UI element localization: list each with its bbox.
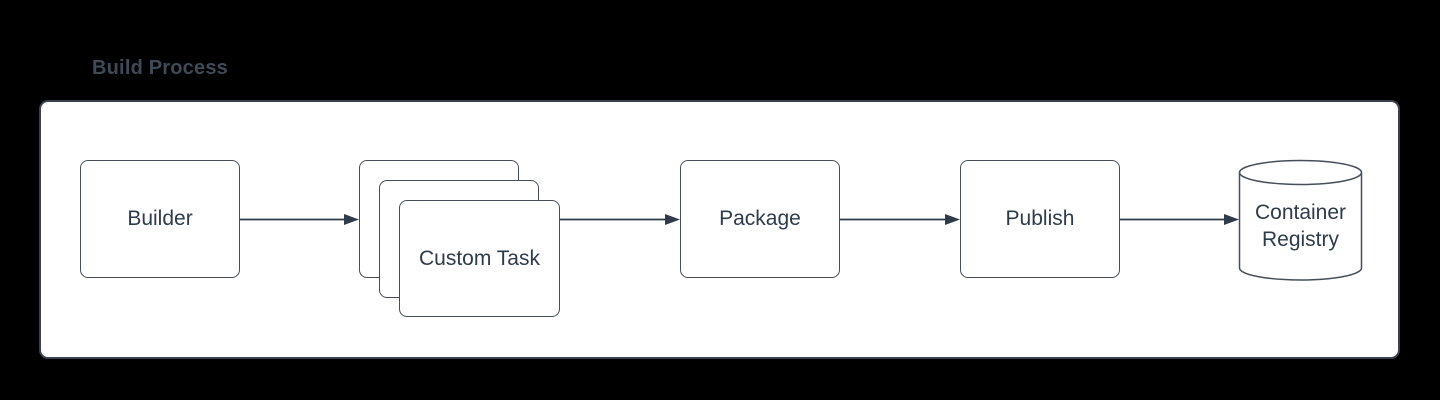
node-publish[interactable]: Publish (960, 160, 1120, 278)
node-custom-task-front[interactable]: Custom Task (399, 200, 560, 317)
node-package[interactable]: Package (680, 160, 840, 278)
node-publish-label: Publish (1005, 207, 1075, 230)
container-title: Build Process (92, 57, 228, 79)
node-builder-label: Builder (127, 207, 193, 230)
node-builder[interactable]: Builder (80, 160, 240, 278)
node-package-label: Package (719, 207, 801, 230)
container-registry-line2: Registry (1261, 228, 1340, 251)
container-registry-line1: Container (1254, 201, 1347, 224)
node-custom-task-label: Custom Task (419, 246, 540, 270)
node-container-registry-label: Container Registry (1239, 199, 1362, 253)
